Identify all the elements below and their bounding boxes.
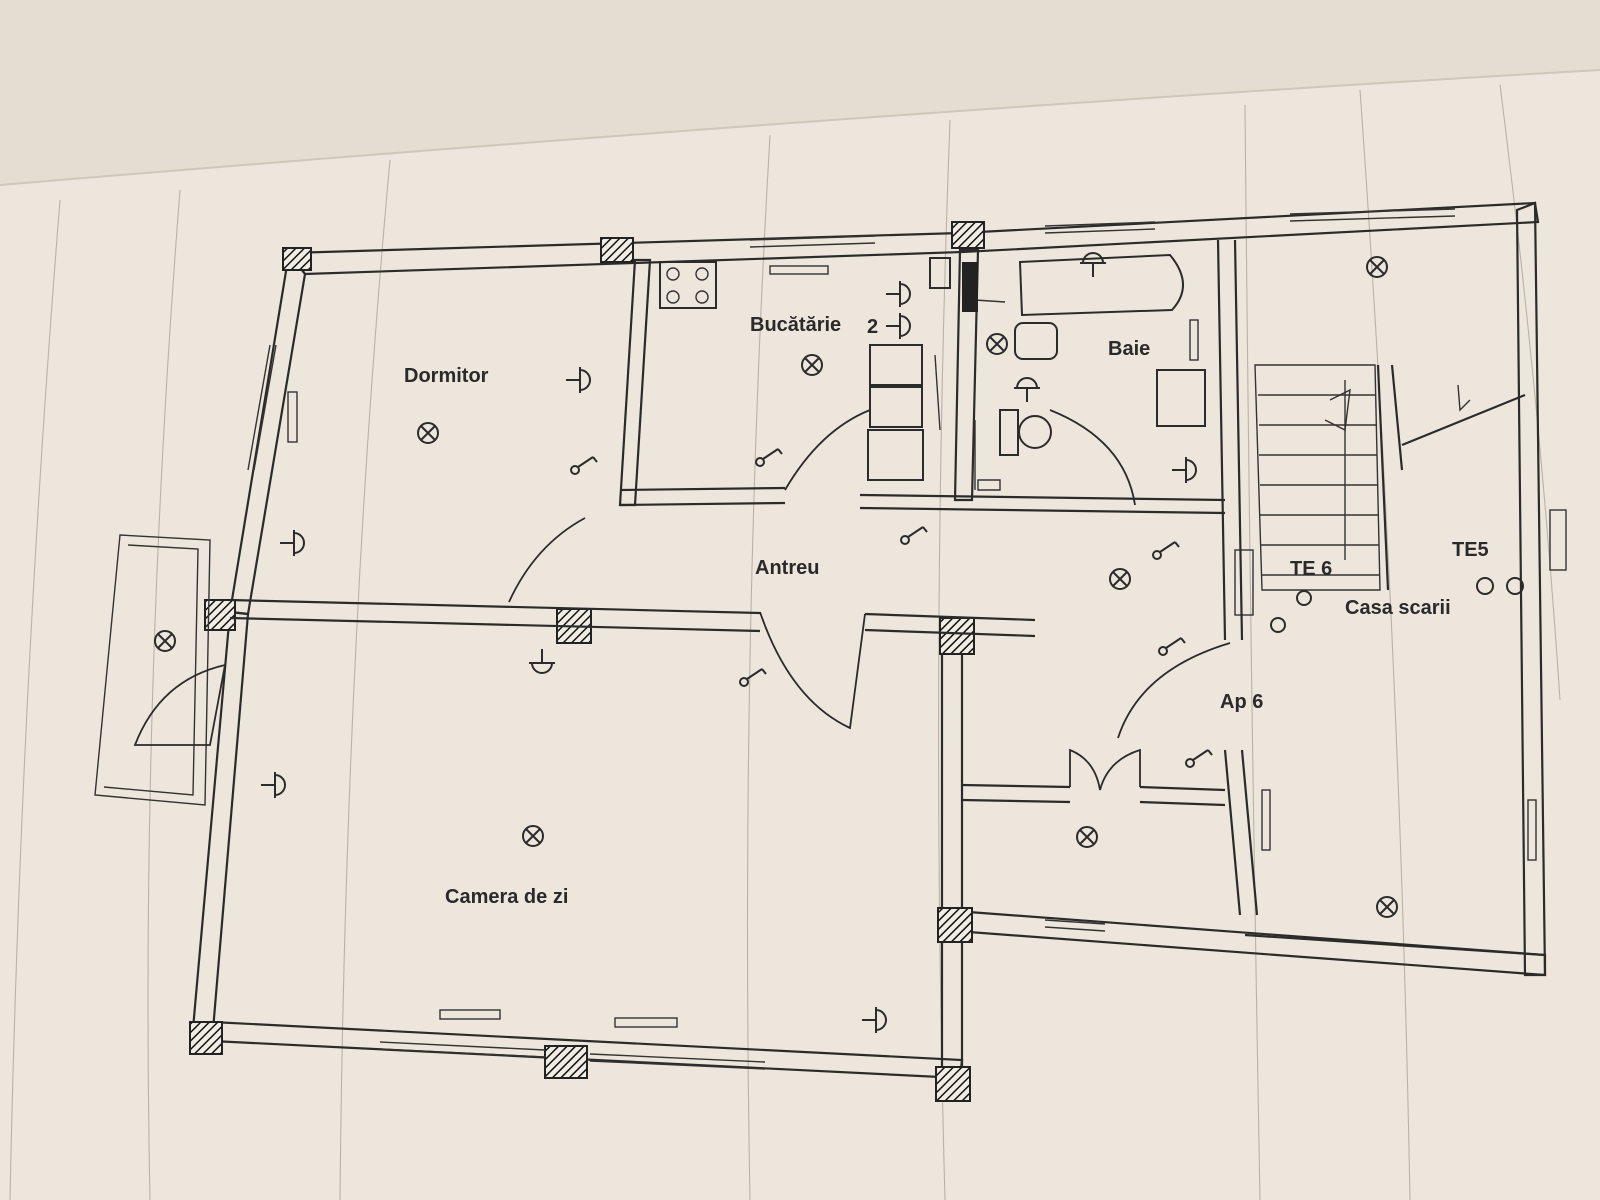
toilet — [999, 409, 1052, 456]
room-label-dormitor: Dormitor — [404, 365, 489, 387]
room-label-casa-scarii: Casa scarii — [1345, 597, 1451, 619]
staircase — [1254, 364, 1526, 591]
circuit-number: 2 — [867, 316, 878, 338]
kitchen-sink — [867, 344, 941, 481]
sockets — [260, 252, 1197, 1034]
room-label-baie: Baie — [1108, 338, 1150, 360]
wall-lights — [287, 265, 1537, 1028]
room-label-ap: Ap 6 — [1220, 691, 1263, 713]
stove — [659, 261, 717, 309]
grid-lines — [9, 84, 1561, 1200]
bathtub — [1018, 253, 1184, 317]
structural-columns — [189, 221, 985, 1102]
ceiling-lights — [154, 256, 1398, 918]
room-label-te-left: TE 6 — [1290, 558, 1332, 580]
panel-markers — [929, 257, 1524, 633]
room-label-antreu: Antreu — [755, 557, 819, 579]
room-label-camera-de-zi: Camera de zi — [445, 886, 568, 908]
washing-machine — [1156, 369, 1206, 427]
room-label-te-right: TE5 — [1452, 539, 1489, 561]
switches — [570, 448, 1213, 768]
windows — [247, 208, 1567, 1070]
doors — [133, 409, 1231, 791]
page-curl — [0, 0, 1600, 185]
interior-walls — [94, 239, 1546, 957]
washbasin — [1014, 322, 1058, 360]
room-label-bucatarie: Bucătărie — [750, 314, 841, 336]
